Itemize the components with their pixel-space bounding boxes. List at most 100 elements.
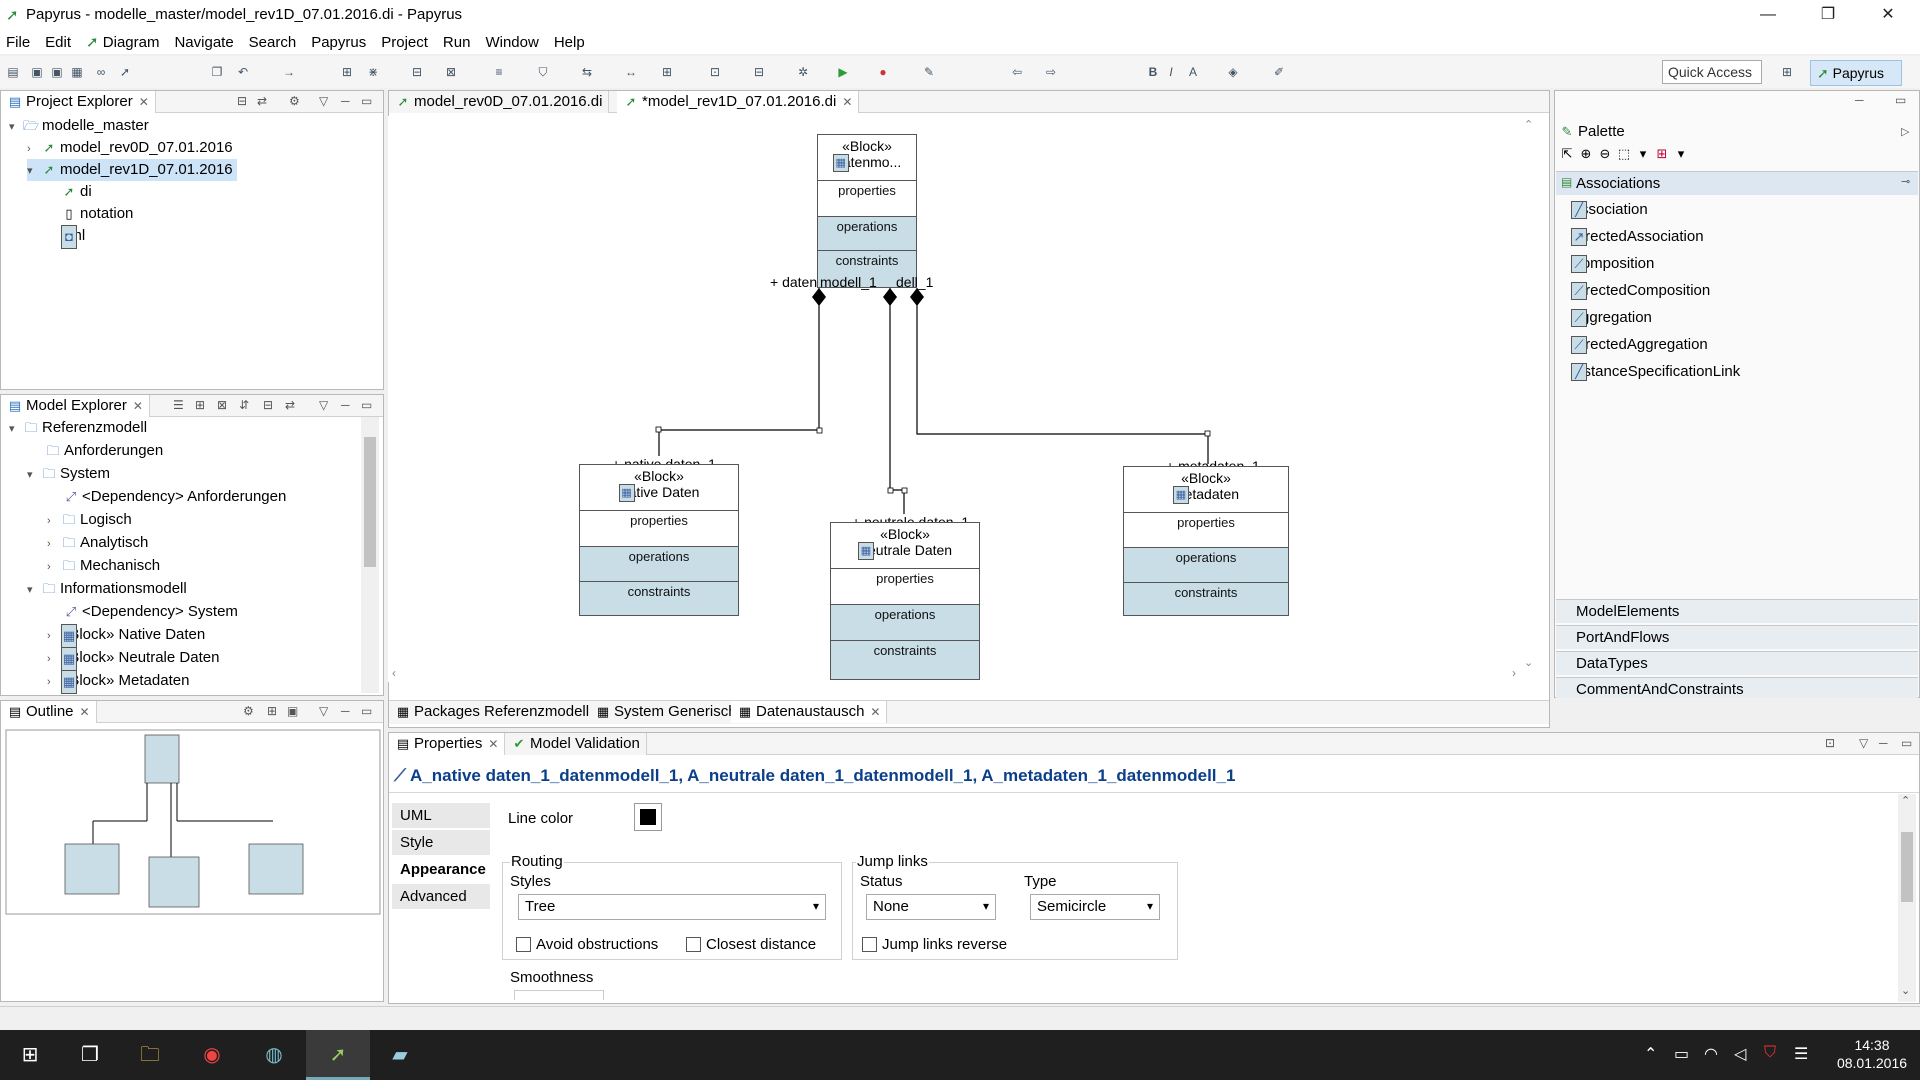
palette-item-aggregation[interactable]: ⟋Aggregation bbox=[1571, 309, 1652, 327]
drawer-pin-icon[interactable]: ⊸ bbox=[1901, 176, 1911, 188]
forward-icon[interactable]: ⇨ bbox=[1045, 65, 1057, 79]
maximize-view-icon[interactable]: ▭ bbox=[361, 398, 373, 412]
link-editor-icon[interactable]: ⇄ bbox=[285, 398, 296, 412]
filter-icon[interactable]: ⛉ bbox=[538, 65, 548, 79]
network-app-icon[interactable]: ◍ bbox=[265, 1044, 283, 1066]
compartment-constraints[interactable]: constraints bbox=[627, 584, 691, 599]
maximize-button[interactable]: ❐ bbox=[1820, 6, 1836, 23]
jump-type-select[interactable]: Semicircle▾ bbox=[1030, 894, 1160, 920]
minimize-view-icon[interactable]: ─ bbox=[341, 704, 350, 718]
zoom-in-icon[interactable]: ⊕ bbox=[1580, 146, 1592, 161]
side-tab-advanced[interactable]: Advanced bbox=[392, 884, 490, 910]
connector-icon[interactable]: → bbox=[283, 65, 295, 79]
palette-drawer-modelelements[interactable]: ModelElements bbox=[1556, 599, 1918, 623]
outline-overview[interactable] bbox=[5, 729, 381, 915]
view-menu-icon[interactable]: ⚙ bbox=[289, 94, 300, 108]
close-icon[interactable]: ✕ bbox=[842, 95, 853, 109]
menu-run[interactable]: Run bbox=[442, 33, 471, 51]
menu-search[interactable]: Search bbox=[248, 33, 297, 51]
palette-drawer-portandflows[interactable]: PortAndFlows bbox=[1556, 625, 1918, 649]
palette-drawer-datatypes[interactable]: DataTypes bbox=[1556, 651, 1918, 675]
scroll-up-icon[interactable]: ⌃ bbox=[1901, 795, 1911, 807]
back-icon[interactable]: ⇦ bbox=[1011, 65, 1023, 79]
side-tab-appearance[interactable]: Appearance bbox=[392, 857, 490, 883]
block-datenmodell[interactable]: «Block» ▦Datenmo... properties operation… bbox=[817, 134, 917, 288]
model-explorer-scrollbar[interactable] bbox=[361, 417, 379, 693]
notifications-icon[interactable]: ☰ bbox=[1794, 1046, 1809, 1063]
italic-icon[interactable]: I bbox=[1169, 65, 1173, 79]
grid-icon[interactable]: ⊞ bbox=[661, 65, 673, 79]
chevron-right-icon[interactable]: › bbox=[47, 515, 51, 527]
volume-icon[interactable]: ◁ bbox=[1734, 1046, 1747, 1063]
tree-item-block-neutrale[interactable]: ›▦«Block» Neutrale Daten bbox=[47, 647, 219, 671]
maximize-view-icon[interactable]: ▭ bbox=[1901, 736, 1913, 750]
compartment-operations[interactable]: operations bbox=[1124, 548, 1288, 583]
arrange-icon[interactable]: ⋇ bbox=[367, 65, 379, 79]
tree-item-anforderungen[interactable]: 🗀Anforderungen bbox=[45, 440, 163, 462]
marquee-icon[interactable]: ⬚ bbox=[1617, 146, 1631, 161]
menu-project[interactable]: Project bbox=[381, 33, 428, 51]
close-icon[interactable]: ✕ bbox=[132, 399, 143, 413]
fill-color-icon[interactable]: ◈ bbox=[1228, 65, 1238, 79]
minimize-view-icon[interactable]: ─ bbox=[341, 94, 350, 108]
run-icon[interactable]: ▶ bbox=[838, 65, 848, 79]
new-icon[interactable]: ▤ bbox=[7, 65, 19, 79]
maximize-view-icon[interactable]: ▭ bbox=[361, 704, 373, 718]
palette-item-composition[interactable]: ⟋Composition bbox=[1571, 255, 1654, 273]
tree-item-di[interactable]: ➚di bbox=[61, 181, 92, 203]
maximize-view-icon[interactable]: ▭ bbox=[361, 94, 373, 108]
tab-model-validation[interactable]: ✔Model Validation bbox=[505, 733, 647, 755]
compartment-operations[interactable]: operations bbox=[831, 605, 979, 641]
palette-drawer-commentandconstraints[interactable]: CommentAndConstraints bbox=[1556, 677, 1918, 698]
menu-navigate[interactable]: Navigate bbox=[174, 33, 234, 51]
menu-window[interactable]: Window bbox=[485, 33, 539, 51]
battery-icon[interactable]: ▭ bbox=[1674, 1046, 1690, 1063]
jump-links-reverse-checkbox[interactable]: Jump links reverse bbox=[862, 936, 1007, 953]
smoothness-select[interactable] bbox=[514, 990, 604, 1000]
tab-system-generisch[interactable]: ▦System Generisch bbox=[589, 701, 744, 723]
line-color-button[interactable] bbox=[634, 803, 662, 831]
route-icon[interactable]: ⇆ bbox=[581, 65, 593, 79]
close-icon[interactable]: ✕ bbox=[488, 737, 499, 751]
filter-icon[interactable]: ⊠ bbox=[217, 398, 228, 412]
link-icon[interactable]: ∞ bbox=[96, 65, 106, 79]
zoom-out-icon[interactable]: ⊖ bbox=[1599, 146, 1611, 161]
close-icon[interactable]: ✕ bbox=[870, 705, 881, 719]
scrollbar-thumb[interactable] bbox=[1901, 832, 1913, 902]
palette-item-instancespecificationlink[interactable]: ╱InstanceSpecificationLink bbox=[1571, 363, 1740, 381]
menu-file[interactable]: File bbox=[6, 33, 31, 51]
closest-distance-checkbox[interactable]: Closest distance bbox=[686, 936, 816, 953]
distribute-icon[interactable]: ⊠ bbox=[445, 65, 457, 79]
chevron-down-icon[interactable]: ▽ bbox=[319, 398, 329, 412]
chevron-down-icon[interactable]: ▾ bbox=[27, 165, 33, 177]
maximize-view-icon[interactable]: ▭ bbox=[1895, 93, 1907, 107]
scroll-down-icon[interactable]: ⌄ bbox=[1524, 657, 1534, 669]
stereotype-tool-icon[interactable]: ⊞ bbox=[1656, 146, 1668, 161]
canvas-vertical-scrollbar[interactable]: ⌃ ⌄ bbox=[1522, 116, 1538, 669]
scroll-right-icon[interactable]: › bbox=[1512, 666, 1516, 680]
tree-item-uml[interactable]: ◘uml bbox=[61, 225, 85, 249]
quick-access-input[interactable]: Quick Access bbox=[1662, 60, 1762, 84]
tree-item-logisch[interactable]: ›🗀Logisch bbox=[47, 509, 132, 531]
menu-diagram[interactable]: ➚ Diagram bbox=[86, 33, 159, 51]
canvas-horizontal-scrollbar[interactable]: ‹ › bbox=[388, 666, 1522, 682]
copy-icon[interactable]: ❐ bbox=[211, 65, 223, 79]
tree-item-block-metadaten[interactable]: ›▦«Block» Metadaten bbox=[47, 670, 189, 694]
align-icon[interactable]: ⊟ bbox=[411, 65, 423, 79]
collapse-all-icon[interactable]: ⊟ bbox=[263, 398, 274, 412]
minimize-view-icon[interactable]: ─ bbox=[1855, 93, 1864, 107]
side-tab-uml[interactable]: UML bbox=[392, 803, 490, 829]
tree-item-block-native[interactable]: ›▦«Block» Native Daten bbox=[47, 624, 205, 648]
tree-item-informationsmodell[interactable]: ▾🗀Informationsmodell bbox=[27, 578, 187, 600]
undo-icon[interactable]: ↶ bbox=[237, 65, 249, 79]
minimize-view-icon[interactable]: ─ bbox=[1879, 736, 1888, 750]
close-button[interactable]: ✕ bbox=[1881, 6, 1895, 23]
compartment-constraints[interactable]: constraints bbox=[1174, 585, 1238, 600]
format-icon[interactable]: ≡ bbox=[495, 65, 503, 79]
link-editor-icon[interactable]: ⇄ bbox=[257, 94, 268, 108]
properties-scrollbar[interactable]: ⌃ ⌄ bbox=[1898, 794, 1916, 1002]
scrollbar-thumb[interactable] bbox=[364, 437, 376, 567]
chevron-up-icon[interactable]: ⌃ bbox=[1644, 1046, 1658, 1063]
chevron-right-icon[interactable]: › bbox=[47, 630, 51, 642]
table-icon[interactable]: ⊟ bbox=[753, 65, 765, 79]
